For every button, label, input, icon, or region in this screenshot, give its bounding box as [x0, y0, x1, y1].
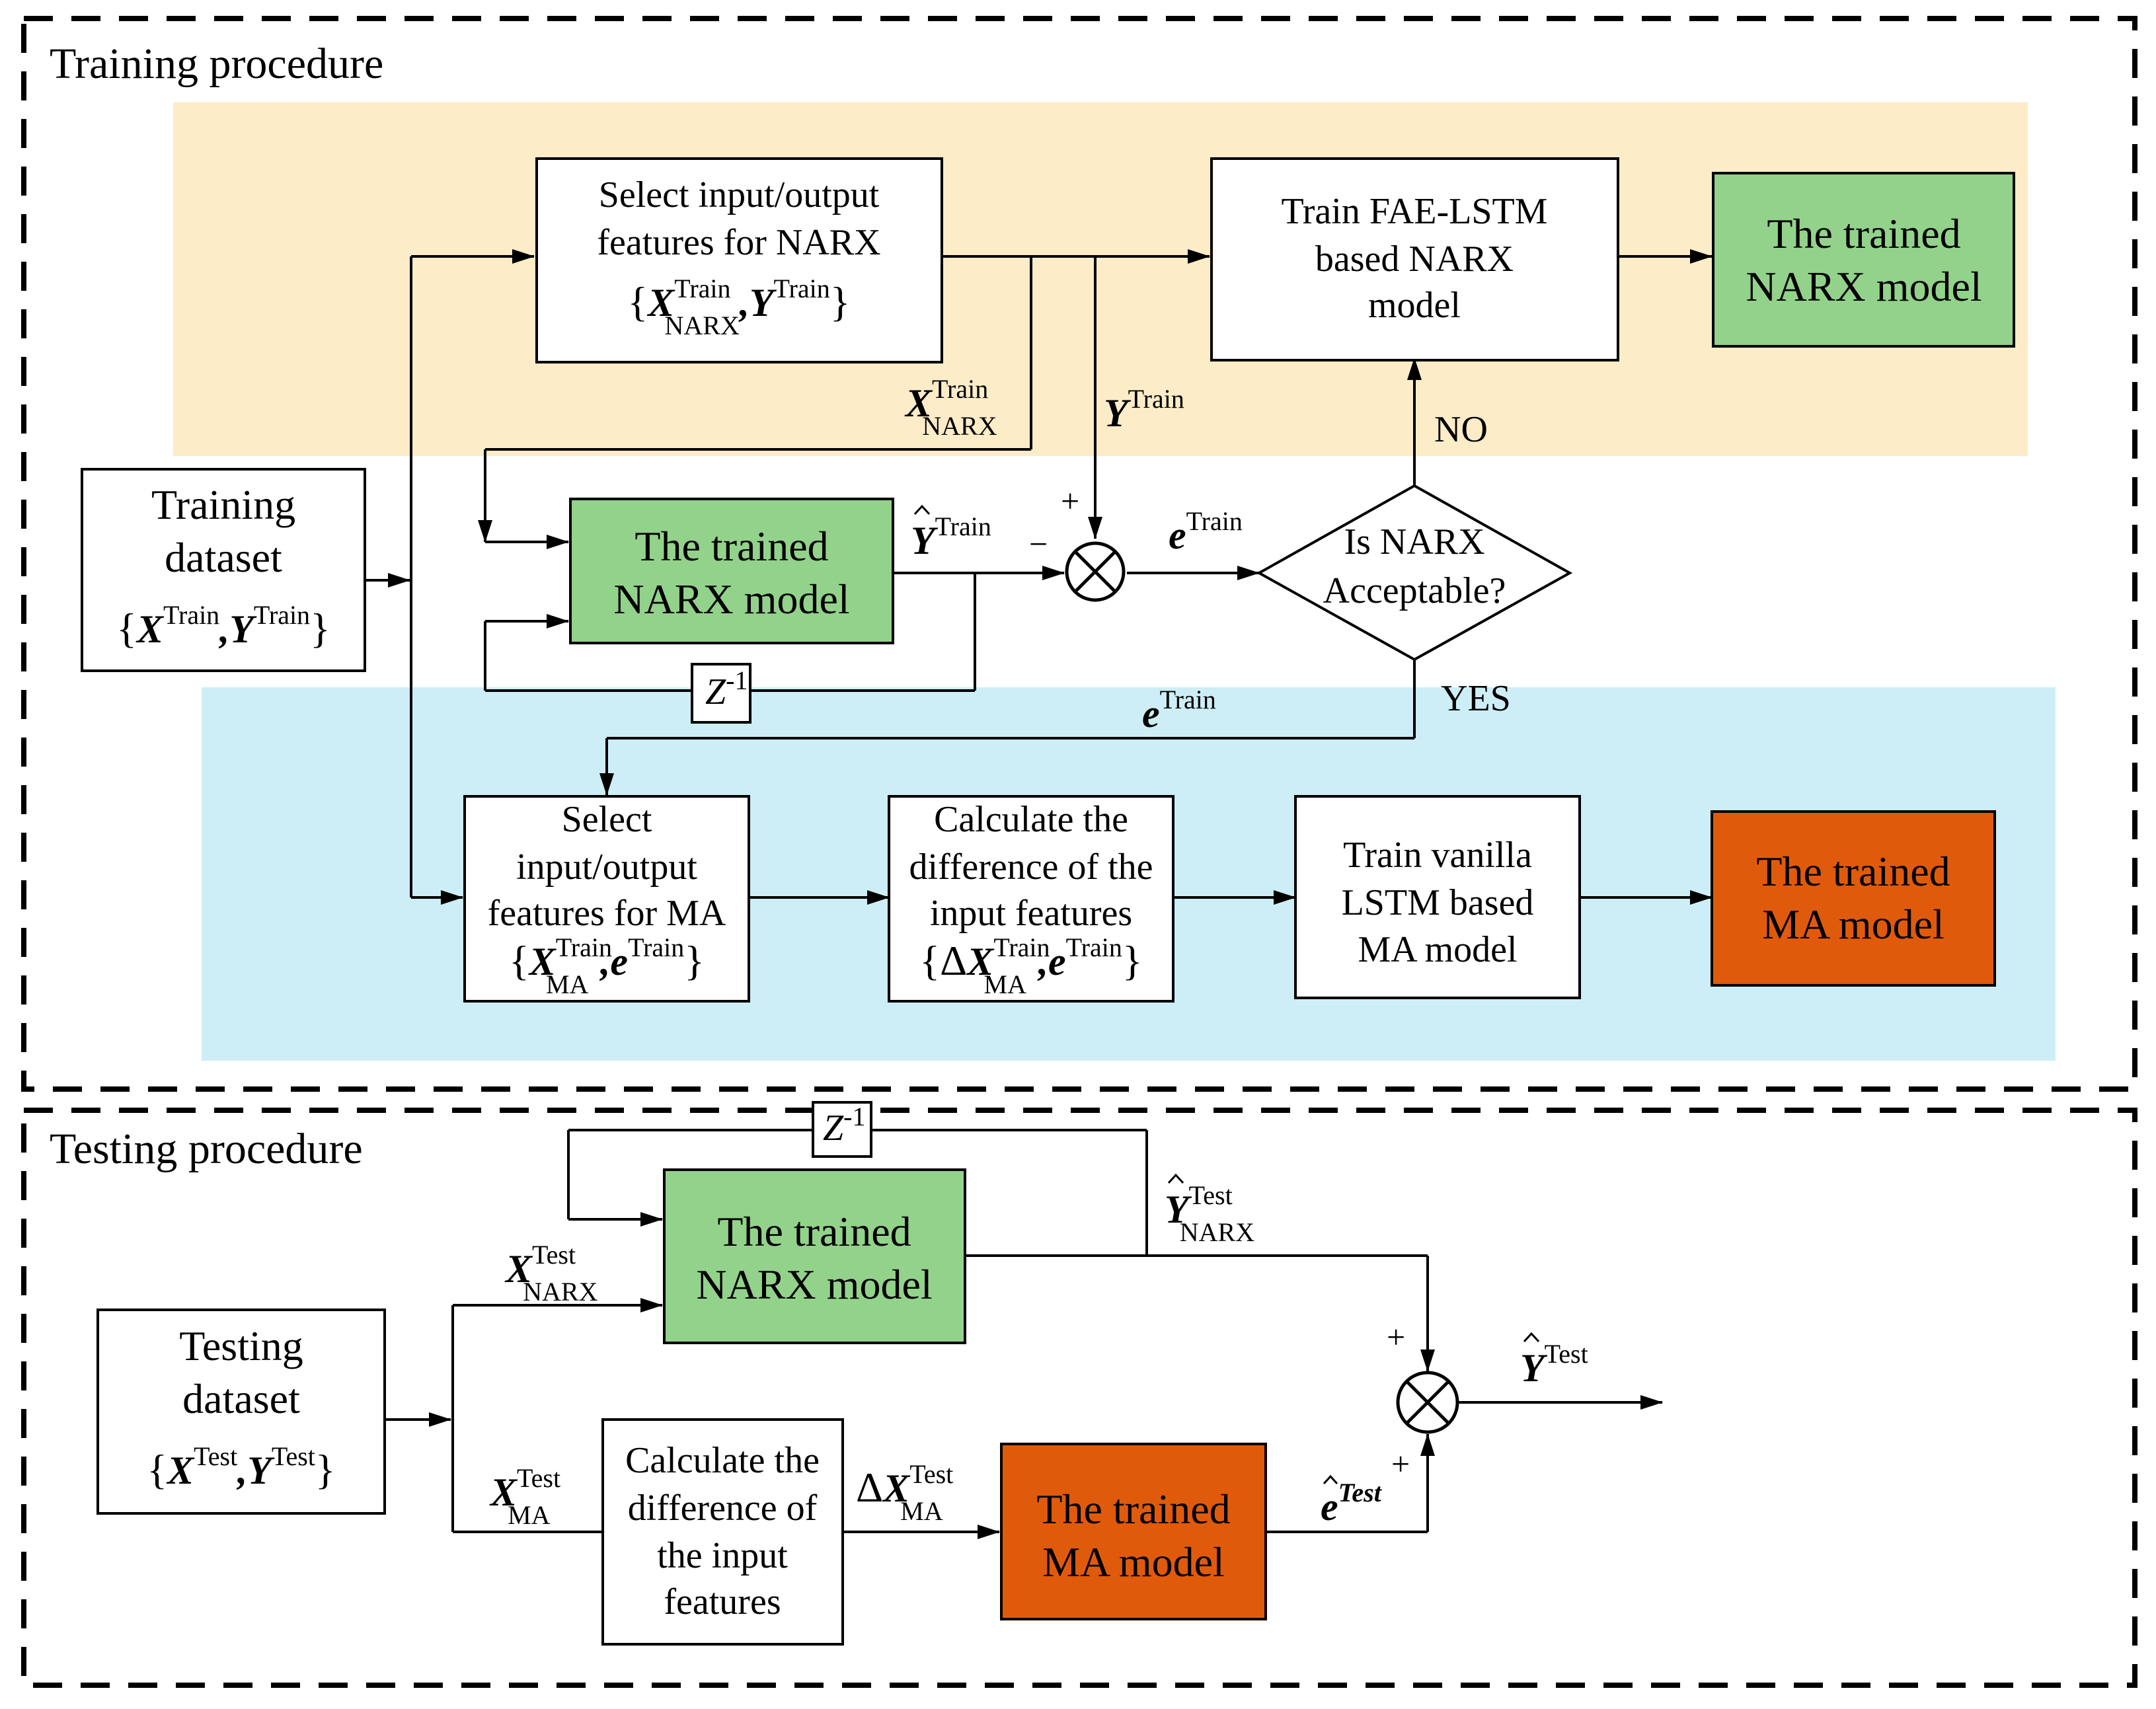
training-dataset-line2: dataset [165, 534, 282, 581]
training-dataset-line1: Training [151, 481, 295, 528]
trained-narx-model-test-box: The trained NARX model [663, 1168, 966, 1344]
train-vanilla-line1: Train vanilla [1343, 835, 1532, 876]
e-train-label-2: eTrain [1142, 685, 1216, 736]
select-ma-line2: input/output [516, 847, 697, 888]
trained-ma-model-box-1: The trained MA model [1711, 810, 1996, 987]
calc-diff-train-line3: input features [930, 893, 1132, 934]
e-hat-test-label: eTest [1321, 1478, 1383, 1529]
training-connectors [365, 249, 1713, 905]
testing-dataset-line2: dataset [182, 1375, 300, 1422]
e-train-label-1: eTrain [1169, 506, 1243, 557]
calc-diff-train-line1: Calculate the [934, 799, 1128, 840]
calc-diff-train-line2: difference of the [909, 847, 1153, 888]
select-ma-features-box: Select input/output features for MA {XTr… [463, 795, 750, 1003]
select-narx-features-box: Select input/output features for NARX {X… [535, 157, 943, 363]
trained-narx-2-line2: NARX model [613, 576, 849, 623]
trained-narx-model-box-2: The trained NARX model [569, 498, 894, 644]
trained-ma-model-test-box: The trained MA model [1000, 1443, 1267, 1620]
testing-section-title: Testing procedure [50, 1125, 363, 1173]
calculate-difference-train-box: Calculate the difference of the input fe… [888, 795, 1174, 1003]
training-section-title: Training procedure [50, 40, 383, 88]
train-vanilla-lstm-box: Train vanilla LSTM based MA model [1294, 795, 1581, 999]
trained-narx-2-line1: The trained [635, 523, 828, 570]
calc-diff-test-line3: the input [657, 1535, 788, 1576]
z-inverse-test-label: Z-1 [823, 1102, 865, 1149]
plus-sign-test-top: + [1387, 1318, 1405, 1355]
decision-line1: Is NARX [1344, 521, 1484, 562]
y-hat-train-label: YTrain [911, 512, 991, 562]
select-narx-line2: features for NARX [597, 222, 880, 263]
trained-narx-1-line1: The trained [1767, 210, 1960, 257]
z-inverse-train-label: Z-1 [705, 665, 748, 712]
testing-connectors [385, 1129, 1663, 1539]
select-ma-line3: features for MA [488, 893, 726, 934]
no-label: NO [1434, 409, 1488, 450]
summing-junction-test [1396, 1371, 1459, 1434]
train-fae-lstm-box: Train FAE-LSTM based NARX model [1210, 157, 1619, 361]
train-fae-line2: based NARX [1315, 239, 1514, 280]
trained-narx-test-line2: NARX model [696, 1261, 932, 1308]
decision-line2: Acceptable? [1323, 570, 1506, 611]
calc-diff-test-line2: difference of [628, 1488, 818, 1529]
y-train-label: YTrain [1104, 384, 1184, 435]
y-hat-test-output-hat [1523, 1332, 1540, 1343]
training-dataset-box: Training dataset {XTrain,YTrain} [81, 468, 366, 672]
trained-narx-1-line2: NARX model [1746, 263, 1982, 310]
acceptability-decision: Is NARX Acceptable? [1256, 484, 1573, 662]
yes-label: YES [1441, 678, 1511, 719]
trained-ma-1-line1: The trained [1756, 848, 1950, 895]
plus-sign-test-bottom: + [1391, 1445, 1410, 1482]
training-dataset-math: {XTrain,YTrain} [116, 600, 330, 652]
y-hat-test-output-label: YTest [1520, 1339, 1588, 1390]
testing-dataset-box: Testing dataset {XTest,YTest} [96, 1309, 386, 1515]
z-inverse-delay-test: Z-1 [812, 1101, 872, 1158]
train-vanilla-line2: LSTM based [1342, 882, 1534, 923]
trained-ma-test-line2: MA model [1042, 1538, 1225, 1585]
train-fae-line1: Train FAE-LSTM [1282, 191, 1548, 232]
testing-dataset-line1: Testing [179, 1322, 303, 1369]
y-hat-train-hat [913, 504, 931, 515]
training-section-frame [21, 16, 2137, 1092]
select-ma-line1: Select [562, 799, 652, 840]
calc-diff-test-line1: Calculate the [625, 1440, 820, 1481]
calc-diff-test-line4: features [664, 1581, 781, 1622]
summing-junction-train [1065, 541, 1126, 602]
calculate-difference-test-box: Calculate the difference of the input fe… [601, 1418, 844, 1646]
trained-narx-test-line1: The trained [717, 1208, 911, 1255]
testing-section-frame [21, 1108, 2137, 1688]
trained-ma-test-line1: The trained [1036, 1486, 1230, 1533]
trained-narx-model-box-1: The trained NARX model [1712, 172, 2015, 348]
z-inverse-delay-train: Z-1 [691, 663, 751, 724]
minus-sign-train: − [1029, 525, 1048, 562]
e-hat-test-hat [1323, 1474, 1338, 1485]
trained-ma-1-line2: MA model [1762, 901, 1944, 948]
train-vanilla-line3: MA model [1358, 929, 1517, 970]
select-narx-line1: Select input/output [599, 174, 880, 215]
plus-sign-train: + [1061, 482, 1079, 519]
y-hat-narx-test-hat [1167, 1173, 1184, 1184]
train-fae-line3: model [1368, 285, 1461, 326]
testing-dataset-math: {XTest,YTest} [147, 1441, 335, 1493]
